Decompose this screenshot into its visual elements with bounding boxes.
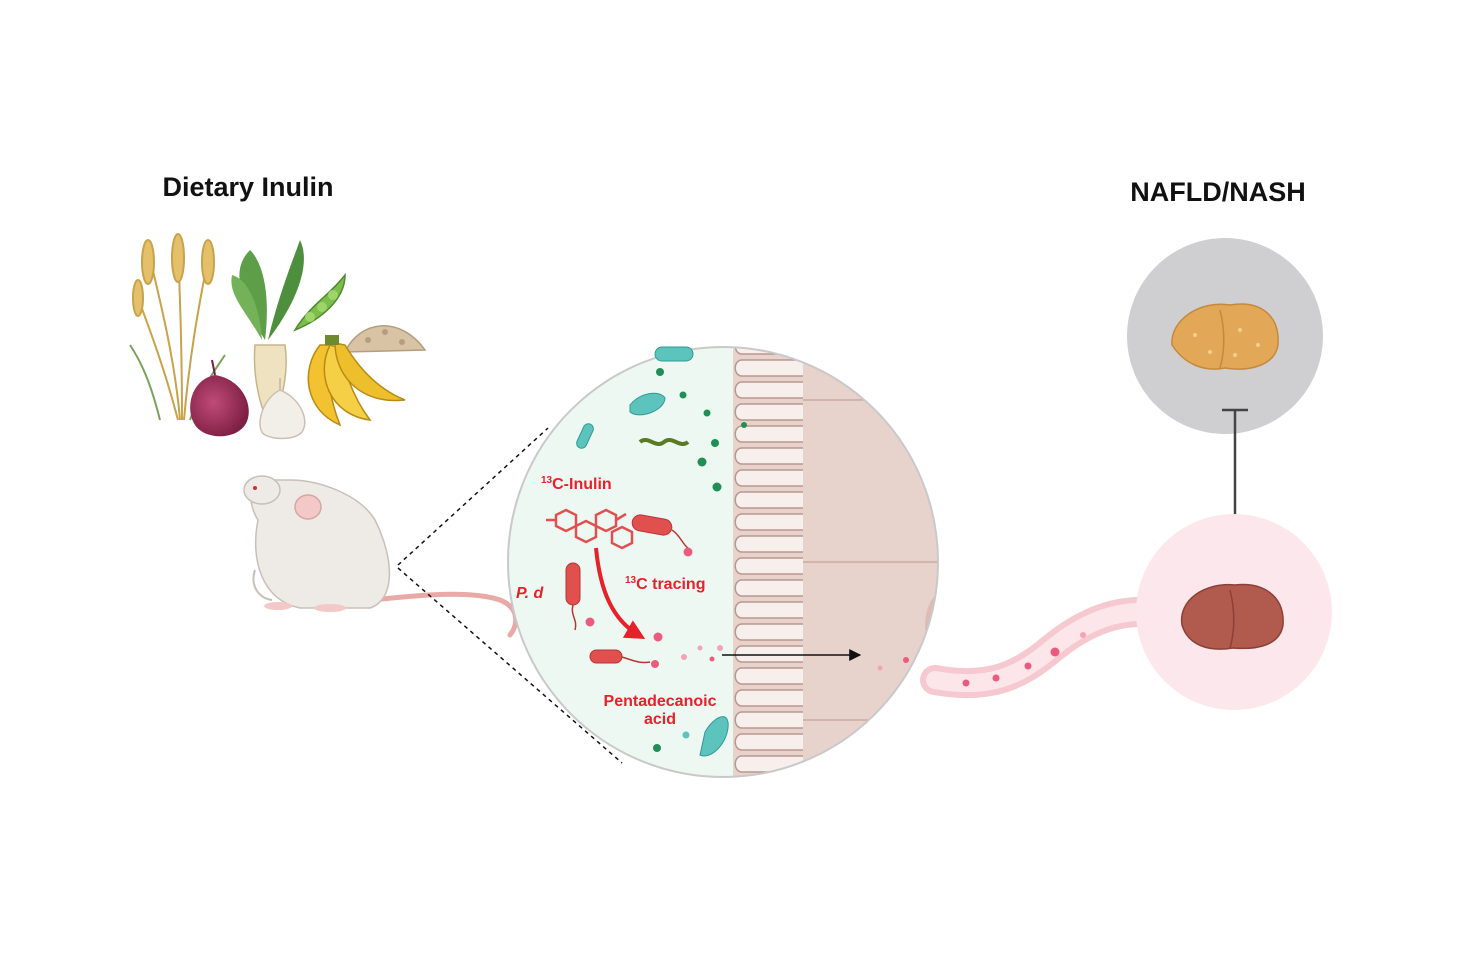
dietary-inulin-title: Dietary Inulin bbox=[162, 172, 333, 202]
inhibition-link bbox=[1222, 408, 1248, 515]
villus bbox=[734, 623, 803, 641]
cell-nucleus bbox=[925, 585, 938, 665]
product-label-line1: Pentadecanoic bbox=[604, 693, 717, 710]
pea-pod-icon bbox=[293, 272, 346, 332]
zoom-guides bbox=[397, 427, 623, 764]
villus bbox=[734, 447, 803, 465]
villus bbox=[734, 601, 803, 619]
villus bbox=[734, 579, 803, 597]
villus bbox=[734, 469, 803, 487]
villi-column bbox=[734, 347, 803, 794]
villus bbox=[734, 491, 803, 509]
liver-icon bbox=[1180, 583, 1284, 650]
villus bbox=[734, 535, 803, 553]
fatty-liver-circle bbox=[1127, 238, 1323, 434]
product-label-line2: acid bbox=[644, 711, 676, 728]
villus bbox=[734, 381, 803, 399]
bacterium-teal bbox=[699, 716, 729, 757]
p-d-bacterium bbox=[589, 649, 623, 664]
villus bbox=[735, 778, 803, 794]
cell-nucleus bbox=[925, 430, 938, 510]
spirochete bbox=[638, 438, 690, 446]
microbiota bbox=[576, 346, 747, 757]
villus bbox=[734, 403, 803, 421]
mouse-icon bbox=[243, 475, 519, 638]
villus bbox=[734, 513, 803, 531]
bacterium-teal bbox=[629, 392, 666, 416]
banana-icon bbox=[307, 335, 406, 427]
onion-icon bbox=[190, 359, 249, 437]
villus bbox=[734, 359, 803, 377]
inulin-label: 13C-Inulin bbox=[541, 475, 612, 493]
villus bbox=[734, 689, 803, 707]
villus bbox=[734, 711, 803, 729]
bacterium-label: P. d bbox=[516, 585, 545, 602]
healthy-liver-circle bbox=[1136, 514, 1332, 710]
p-d-bacterium bbox=[631, 514, 673, 536]
food-cluster bbox=[129, 233, 427, 440]
blood-vessel bbox=[920, 597, 1155, 699]
bacterium-teal bbox=[654, 346, 694, 362]
bacterium-teal bbox=[576, 423, 594, 449]
conversion-arrow bbox=[594, 547, 646, 639]
nafld-nash-title: NAFLD/NASH bbox=[1130, 177, 1306, 207]
garlic-icon bbox=[259, 378, 306, 440]
villus bbox=[734, 755, 803, 773]
fatty-liver-icon bbox=[1171, 303, 1279, 370]
villus bbox=[734, 425, 803, 443]
pentadecanoic-acid-dots bbox=[651, 632, 723, 668]
p-d-bacterium bbox=[565, 562, 581, 606]
tracing-label: 13C tracing bbox=[625, 575, 705, 593]
gut-zoom-circle: 13C-Inulin 13C tracing P. d Pentadecanoi… bbox=[507, 346, 939, 794]
inulin-molecule-icon bbox=[546, 508, 634, 550]
villus bbox=[734, 733, 803, 751]
oat-flakes-icon bbox=[343, 325, 427, 353]
villus bbox=[734, 645, 803, 663]
mouse-tail bbox=[369, 591, 519, 638]
villus bbox=[734, 557, 803, 575]
villus bbox=[734, 667, 803, 685]
beet-icon bbox=[231, 240, 304, 340]
